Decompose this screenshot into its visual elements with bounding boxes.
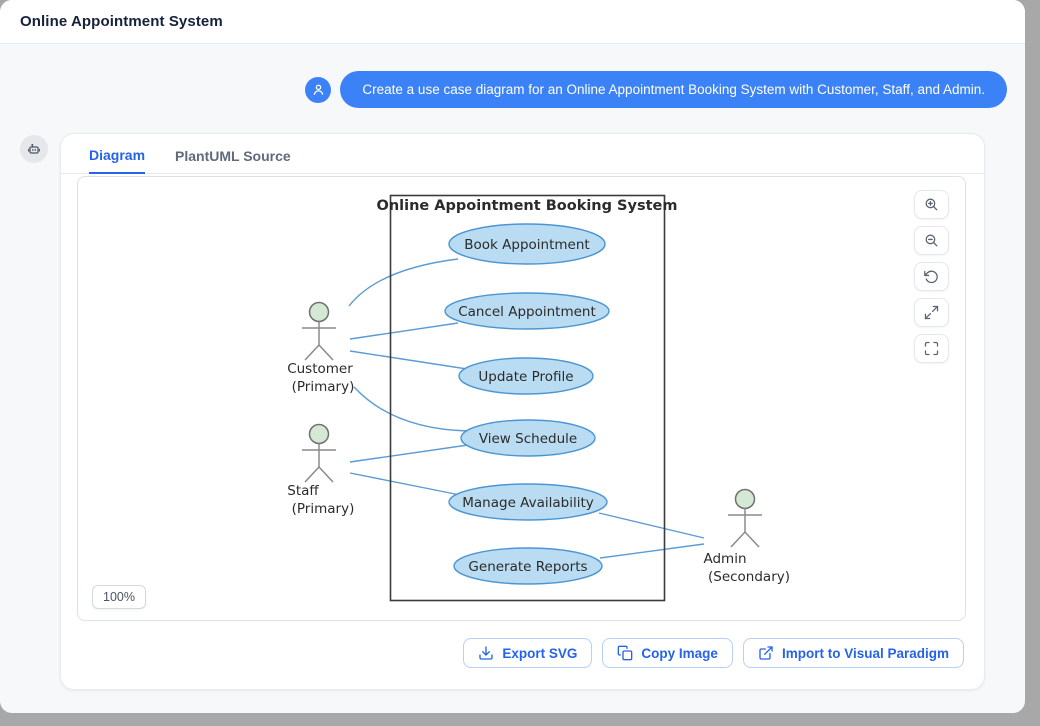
robot-icon [26,141,42,157]
tab-diagram[interactable]: Diagram [89,147,146,174]
actor-customer [302,301,336,361]
diagram-card: Diagram PlantUML Source Online Ap [60,133,985,690]
actor-staff-name: Staff [287,483,319,499]
rotate-ccw-icon [923,268,940,285]
tab-bar: Diagram PlantUML Source [61,134,984,174]
expand-arrows-icon [923,304,940,321]
import-to-visual-paradigm-label: Import to Visual Paradigm [781,645,949,661]
system-title: Online Appointment Booking System [377,198,678,214]
use-case-view-schedule: View Schedule [479,431,577,447]
reset-view-button[interactable] [914,262,949,291]
use-case-cancel-appointment: Cancel Appointment [458,304,596,320]
use-case-generate-reports: Generate Reports [468,559,587,575]
tab-plantuml-source[interactable]: PlantUML Source [175,147,291,173]
actor-admin [728,488,762,548]
actor-admin-name: Admin [703,551,746,567]
zoom-level-badge: 100% [92,585,146,609]
expand-button[interactable] [914,298,949,327]
copy-image-button[interactable]: Copy Image [602,638,733,668]
zoom-out-icon [923,232,940,249]
app-window: Online Appointment System Create a use c… [0,0,1025,713]
export-svg-label: Export SVG [502,645,578,661]
download-icon [478,645,494,661]
zoom-controls [914,190,949,363]
system-boundary [389,194,666,602]
actor-staff-stereotype: (Primary) [292,501,355,517]
use-case-shapes [444,223,610,585]
diagram-actions: Export SVG Copy Image [61,621,984,668]
zoom-out-button[interactable] [914,226,949,255]
actor-admin-stereotype: (Secondary) [708,569,790,585]
use-case-labels: Book Appointment Cancel Appointment Upda… [458,237,596,575]
user-message-row: Create a use case diagram for an Online … [0,71,1007,108]
use-case-update-profile: Update Profile [478,369,573,385]
bot-avatar [20,135,48,163]
import-to-visual-paradigm-button[interactable]: Import to Visual Paradigm [742,638,964,668]
external-link-icon [758,645,774,661]
user-icon [311,82,326,97]
actor-customer-stereotype: (Primary) [292,379,355,395]
app-header: Online Appointment System [0,0,1025,44]
use-case-book-appointment: Book Appointment [464,237,589,253]
user-avatar [305,76,332,103]
association-lines [348,258,705,559]
use-case-manage-availability: Manage Availability [462,495,594,511]
fullscreen-icon [923,340,940,357]
actor-staff [302,423,336,483]
actor-customer-name: Customer [287,361,353,377]
zoom-in-button[interactable] [914,190,949,219]
zoom-in-icon [923,196,940,213]
diagram-canvas[interactable]: Online Appointment Booking System Book A… [77,176,966,621]
copy-icon [617,645,633,661]
user-message-bubble: Create a use case diagram for an Online … [340,71,1007,108]
page-title: Online Appointment System [20,13,223,30]
use-case-diagram: Online Appointment Booking System Book A… [287,194,790,602]
copy-image-label: Copy Image [641,645,718,661]
fullscreen-button[interactable] [914,334,949,363]
export-svg-button[interactable]: Export SVG [463,638,593,668]
